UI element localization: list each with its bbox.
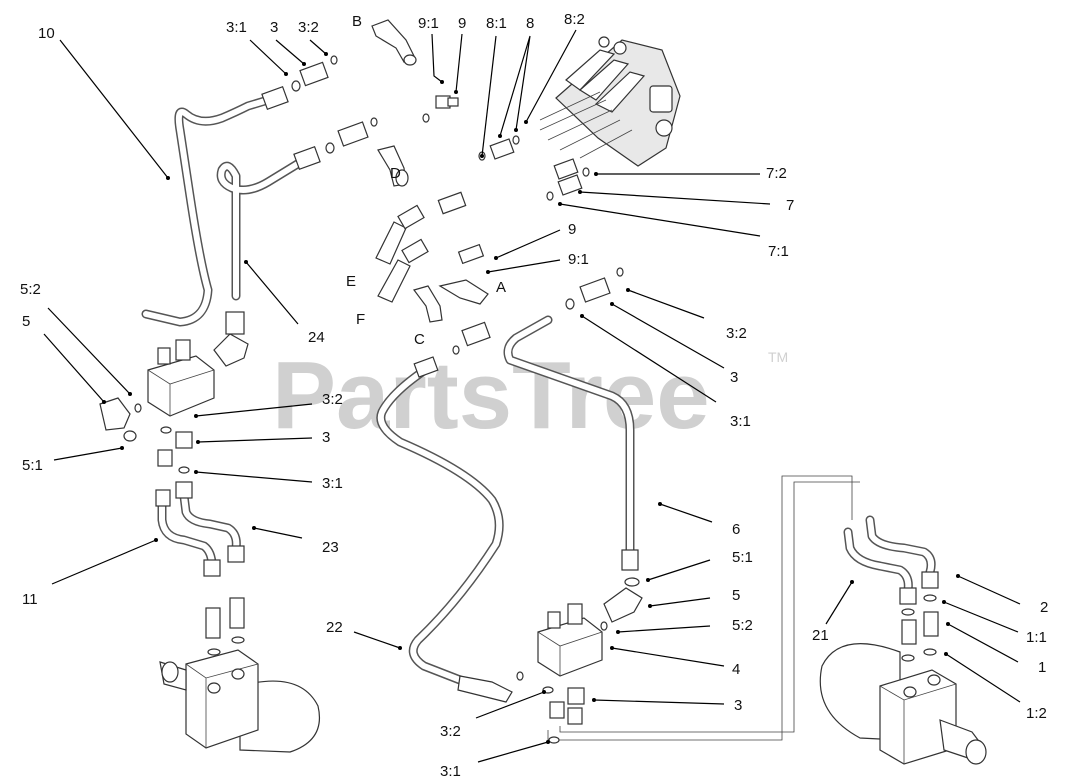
motor-right: [819, 571, 987, 765]
callout-4: 4: [732, 661, 740, 678]
callout-D: D: [390, 165, 401, 182]
callout-7-2: 7:2: [766, 165, 787, 182]
callout-5-1-mid: 5:1: [732, 549, 753, 566]
callout-24: 24: [308, 329, 325, 346]
control-valve: [539, 36, 681, 167]
callout-3-1-left: 3:1: [322, 475, 343, 492]
callout-2: 2: [1040, 599, 1048, 616]
valve-block-mid: [457, 549, 643, 744]
callout-F: F: [356, 311, 365, 328]
callout-11: 11: [22, 591, 38, 608]
valve-block-left: [99, 311, 249, 507]
callout-3-2-right: 3:2: [726, 325, 747, 342]
callout-9-1-top: 9:1: [418, 15, 439, 32]
callout-21: 21: [812, 627, 829, 644]
return-loop-outline: [547, 475, 853, 741]
callout-3-1-top: 3:1: [226, 19, 247, 36]
callout-5-mid: 5: [732, 587, 740, 604]
callout-8-2: 8:2: [564, 11, 585, 28]
callout-3-right: 3: [730, 369, 738, 386]
callout-6: 6: [732, 521, 740, 538]
callout-3-top: 3: [270, 19, 278, 36]
callout-5-2-mid: 5:2: [732, 617, 753, 634]
callout-9-mid: 9: [568, 221, 576, 238]
callout-1: 1: [1038, 659, 1046, 676]
watermark: PartsTree TM: [272, 342, 788, 449]
callout-1-2: 1:2: [1026, 705, 1047, 722]
watermark-text: PartsTree: [272, 342, 710, 449]
callout-3-1-bot: 3:1: [440, 763, 461, 780]
callout-8: 8: [526, 15, 534, 32]
callout-23: 23: [322, 539, 339, 556]
callout-3-2-top: 3:2: [298, 19, 319, 36]
callout-5-left: 5: [22, 313, 30, 330]
callout-B: B: [352, 13, 362, 30]
callout-10: 10: [38, 25, 55, 42]
callout-5-2-left: 5:2: [20, 281, 41, 298]
leader-lines: [43, 29, 1021, 763]
watermark-trademark: TM: [768, 349, 788, 365]
callout-22: 22: [326, 619, 343, 636]
callout-3-1-right: 3:1: [730, 413, 751, 430]
fittings-top: [261, 19, 624, 378]
callout-3-2-bot: 3:2: [440, 723, 461, 740]
callout-3-2-left: 3:2: [322, 391, 343, 408]
callout-3-mid: 3: [734, 697, 742, 714]
callout-1-1: 1:1: [1026, 629, 1047, 646]
callout-C: C: [414, 331, 425, 348]
callout-5-1-left: 5:1: [22, 457, 43, 474]
callout-E: E: [346, 273, 356, 290]
motor-left: [159, 545, 320, 753]
callout-7-1: 7:1: [768, 243, 789, 260]
callout-9-top: 9: [458, 15, 466, 32]
callout-labels: 10 3:1 3 3:2 B 9:1 9 8:1 8 8:2 D 7:2 7 7…: [20, 11, 1048, 780]
callout-3-left: 3: [322, 429, 330, 446]
pipes: [141, 95, 936, 741]
callout-7: 7: [786, 197, 794, 214]
callout-9-1-mid: 9:1: [568, 251, 589, 268]
callout-A: A: [496, 279, 506, 296]
callout-8-1: 8:1: [486, 15, 507, 32]
